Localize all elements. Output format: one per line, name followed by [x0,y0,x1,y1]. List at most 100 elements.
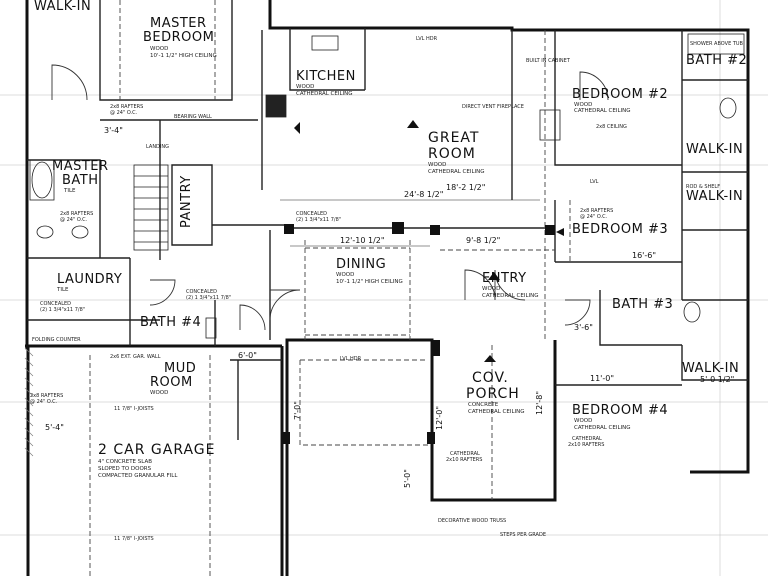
label-dining-sub2: 10'-1 1/2" HIGH CEILING [336,279,403,285]
label-kitchen-sub1: WOOD [296,84,314,90]
note-rafters-2x10-b: 2x10 RAFTERS [446,457,482,463]
label-great-room: GREAT [428,130,479,146]
note-lvl: LVL [590,179,599,185]
dim-15: 3'-4" [104,126,123,135]
arrow-kitchen [294,122,300,134]
label-walk-in-3: WALK-IN [686,189,743,204]
note-cathedral-1: CATHEDRAL [572,436,602,442]
label-mud-room-sub: WOOD [150,390,168,396]
note-lvl-hdr-1: LVL HDR [416,36,438,42]
label-walk-in-4: WALK-IN [682,361,739,376]
label-dining-sub1: WOOD [336,272,354,278]
label-kitchen: KITCHEN [296,69,356,84]
label-bath3: BATH #3 [612,297,673,312]
note-lvl-hdr-2: LVL HDR [340,356,362,362]
arrows [294,120,564,362]
label-master-bath: MASTER [52,159,109,174]
label-entry-sub1: WOOD [482,286,500,292]
label-master-bedroom-sub2: 10'-1 1/2" HIGH CEILING [150,53,217,59]
dim-13: 3'-6" [574,323,593,332]
arrow-bedroom3 [556,228,564,236]
label-master-bath-sub: TILE [63,188,76,194]
label-bedroom3: BEDROOM #3 [572,222,668,237]
label-bath4: BATH #4 [140,315,201,330]
note-landing: LANDING [146,144,169,150]
label-laundry-sub: TILE [56,287,69,293]
label-great-room-sub2: CATHEDRAL CEILING [428,169,485,175]
label-entry: ENTRY [482,271,527,286]
notes: 2x8 RAFTERS @ 24" O.C. 2x8 RAFTERS @ 24"… [30,36,744,542]
note-concealed-2: CONCEALED [40,301,71,307]
note-rafters-1: 2x8 RAFTERS [110,104,143,110]
label-entry-sub2: CATHEDRAL CEILING [482,293,539,299]
label-porch-sub2: CATHEDRAL CEILING [468,409,525,415]
label-garage-sub2: SLOPED TO DOORS [98,466,152,472]
note-cathedral-2: CATHEDRAL [450,451,480,457]
label-bedroom2-sub1: WOOD [574,102,592,108]
note-folding-counter: FOLDING COUNTER [32,337,81,343]
dimension-labels: 24'-8 1/2" 18'-2 1/2" 12'-10 1/2" 9'-8 1… [45,126,734,488]
label-walk-in-top: WALK-IN [34,0,91,14]
note-steps: STEPS PER GRADE [500,532,546,538]
label-pantry: PANTRY [179,175,194,228]
dim-4: 9'-8 1/2" [466,236,500,245]
note-rafters-4: 2x8 RAFTERS [580,208,613,214]
note-concealed-3: CONCEALED [186,289,217,295]
dim-12: 5'-0" [403,469,412,488]
label-bath2: BATH #2 [686,53,747,68]
label-porch-2: PORCH [466,386,520,402]
label-dining: DINING [336,257,386,272]
exterior-walls [25,0,750,576]
note-fireplace: DIRECT VENT FIREPLACE [462,104,524,110]
arrow-entry [488,272,500,280]
note-deco-truss: DECORATIVE WOOD TRUSS [438,518,506,524]
label-kitchen-sub2: CATHEDRAL CEILING [296,91,353,97]
dim-10: 12'-8" [535,391,544,415]
dim-5: 16'-6" [632,251,656,260]
arrow-porch [484,355,496,362]
label-master-bedroom-2: BEDROOM [143,30,214,45]
doors [51,64,609,331]
note-rafters-2: 2x8 RAFTERS [30,393,63,399]
stairs [133,164,169,251]
label-garage: 2 CAR GARAGE [98,442,216,458]
note-ijoists-2: 11 7/8" I-JOISTS [114,536,154,542]
label-bedroom2-sub2: CATHEDRAL CEILING [574,108,631,114]
beam-lines [89,0,571,576]
label-mud-room: MUD [164,361,196,376]
label-bedroom4-sub1: WOOD [574,418,592,424]
label-porch: COV. [472,370,509,386]
label-master-bath-2: BATH [62,173,99,188]
label-garage-sub3: COMPACTED GRANULAR FILL [98,473,178,479]
label-mud-room-2: ROOM [150,375,193,390]
label-master-bedroom-sub1: WOOD [150,46,168,52]
note-lvl-3: (2) 1 3/4"x11 7/8" [186,295,231,301]
garage-wall-hatch [24,347,34,457]
note-oc-3: @ 24" O.C. [60,217,88,223]
dim-2: 18'-2 1/2" [446,183,485,192]
label-master-bedroom: MASTER [150,16,207,31]
note-bearing-wall: BEARING WALL [174,114,212,120]
note-rod-shelf: ROD & SHELF [686,184,720,190]
note-lvl-1: (2) 1 3/4"x11 7/8" [296,217,341,223]
note-ijoists-1: 11 7/8" I-JOISTS [114,406,154,412]
dim-6: 11'-0" [590,374,614,383]
note-oc-2: @ 24" O.C. [30,399,58,405]
room-labels: WALK-IN MASTER BEDROOM WOOD 10'-1 1/2" H… [34,0,747,479]
label-bedroom4-sub2: CATHEDRAL CEILING [574,425,631,431]
note-rafters-2x10: 2x10 RAFTERS [568,442,604,448]
columns [282,222,555,444]
dim-7: 5'-0 1/2" [700,375,734,384]
label-laundry: LAUNDRY [57,272,122,287]
dim-8: 6'-0" [238,351,257,360]
dim-9: 5'-4" [45,423,64,432]
note-ceiling-2x8: 2x8 CEILING [596,124,627,130]
note-lvl-2: (2) 1 3/4"x11 7/8" [40,307,85,313]
note-shower-1: SHOWER ABOVE TUB [690,41,744,47]
note-oc-4: @ 24" O.C. [580,214,608,220]
label-great-room-sub1: WOOD [428,162,446,168]
note-oc-1: @ 24" O.C. [110,110,138,116]
fixtures [29,33,745,339]
